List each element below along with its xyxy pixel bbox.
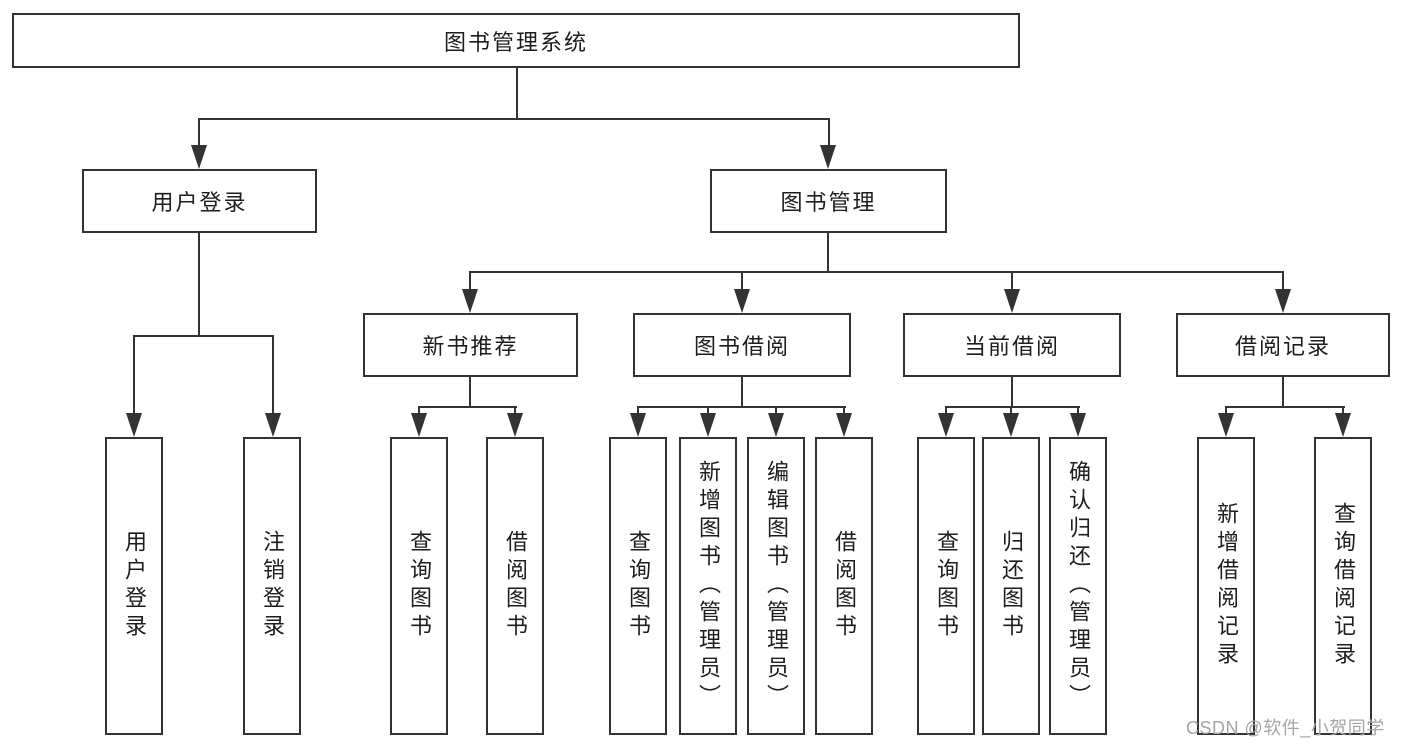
connector-arrowhead	[411, 413, 427, 437]
connector-arrowhead	[507, 413, 523, 437]
connector-line	[469, 271, 471, 291]
connector-line	[1011, 377, 1013, 407]
connector-line	[945, 406, 1080, 408]
connector-arrowhead	[191, 145, 207, 169]
node-book-borrow: 图书借阅	[633, 313, 851, 377]
node-login: 用户登录	[105, 437, 163, 735]
connector-line	[1010, 406, 1012, 416]
connector-arrowhead	[1003, 413, 1019, 437]
node-add-books-admin: 新增图书（管理员）	[679, 437, 737, 735]
connector-line	[945, 406, 947, 416]
connector-line	[707, 406, 709, 416]
connector-arrowhead	[1004, 289, 1020, 313]
node-logout: 注销登录	[243, 437, 301, 735]
connector-arrowhead	[630, 413, 646, 437]
connector-arrowhead	[938, 413, 954, 437]
node-borrow-records: 借阅记录	[1176, 313, 1390, 377]
connector-line	[133, 335, 274, 337]
node-query-borrow-record: 查询借阅记录	[1314, 437, 1372, 735]
node-return-books: 归还图书	[982, 437, 1040, 735]
node-root: 图书管理系统	[12, 13, 1020, 68]
connector-line	[637, 406, 639, 416]
node-current-query-books: 查询图书	[917, 437, 975, 735]
connector-line	[198, 118, 200, 147]
connector-line	[637, 406, 846, 408]
connector-line	[133, 335, 135, 415]
connector-arrowhead	[1218, 413, 1234, 437]
connector-arrowhead	[1275, 289, 1291, 313]
node-current-borrow: 当前借阅	[903, 313, 1121, 377]
connector-line	[272, 335, 274, 415]
connector-arrowhead	[820, 145, 836, 169]
connector-line	[469, 377, 471, 407]
connector-line	[827, 233, 829, 273]
node-book-management: 图书管理	[710, 169, 947, 233]
connector-line	[1225, 406, 1345, 408]
connector-line	[198, 233, 200, 335]
connector-line	[1077, 406, 1079, 416]
connector-line	[741, 377, 743, 407]
node-borrow-query-books: 查询图书	[609, 437, 667, 735]
connector-line	[1011, 271, 1013, 291]
connector-line	[775, 406, 777, 416]
connector-line	[1225, 406, 1227, 416]
node-recommend-query-books: 查询图书	[390, 437, 448, 735]
node-edit-books-admin: 编辑图书（管理员）	[747, 437, 805, 735]
connector-line	[418, 406, 420, 416]
connector-arrowhead	[265, 413, 281, 437]
node-add-borrow-record: 新增借阅记录	[1197, 437, 1255, 735]
connector-line	[828, 118, 830, 147]
connector-arrowhead	[1335, 413, 1351, 437]
connector-arrowhead	[126, 413, 142, 437]
connector-arrowhead	[700, 413, 716, 437]
connector-line	[1342, 406, 1344, 416]
connector-line	[469, 271, 1284, 273]
connector-line	[198, 118, 830, 120]
connector-line	[516, 68, 518, 120]
connector-arrowhead	[734, 289, 750, 313]
node-confirm-return-admin: 确认归还（管理员）	[1049, 437, 1107, 735]
connector-line	[741, 271, 743, 291]
connector-line	[418, 406, 517, 408]
connector-line	[514, 406, 516, 416]
node-user-login: 用户登录	[82, 169, 317, 233]
connector-line	[1282, 377, 1284, 407]
connector-arrowhead	[1070, 413, 1086, 437]
connector-arrowhead	[768, 413, 784, 437]
connector-arrowhead	[836, 413, 852, 437]
node-new-book-recommend: 新书推荐	[363, 313, 578, 377]
connector-line	[843, 406, 845, 416]
connector-arrowhead	[462, 289, 478, 313]
watermark: CSDN @软件_小贺同学	[1186, 718, 1385, 738]
node-borrow-books: 借阅图书	[815, 437, 873, 735]
node-recommend-borrow-books: 借阅图书	[486, 437, 544, 735]
connector-line	[1282, 271, 1284, 291]
